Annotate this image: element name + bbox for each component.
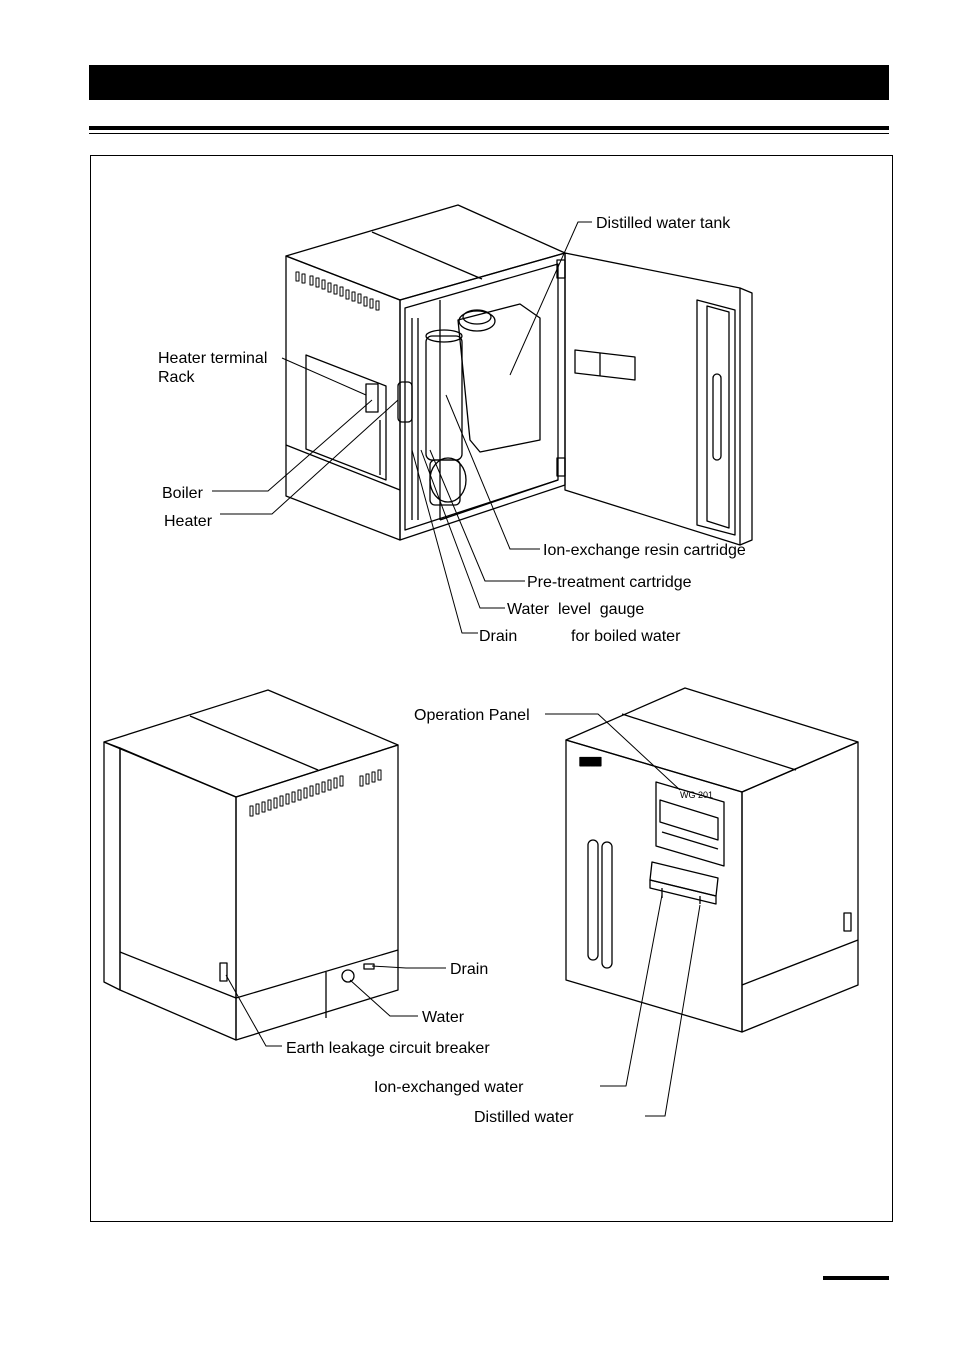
label-water-level-gauge: Water level gauge	[507, 601, 644, 618]
label-rack: Rack	[158, 369, 195, 386]
figure-frame	[90, 155, 893, 1222]
label-model: WG 201	[680, 790, 713, 800]
label-ion-exchanged-water: Ion-exchanged water	[374, 1079, 524, 1096]
front-leader-lines	[545, 713, 701, 1117]
label-heater: Heater	[164, 513, 213, 530]
label-boiler: Boiler	[162, 485, 204, 502]
rear-leader-lines	[225, 965, 446, 1047]
header-rule	[89, 126, 889, 130]
label-water: Water	[422, 1009, 465, 1026]
section-title-bar	[89, 65, 889, 100]
label-drain-top: Drain	[479, 628, 517, 645]
label-operation-panel: Operation Panel	[414, 707, 530, 724]
open-cabinet-drawing	[285, 204, 753, 546]
page-footer-rule	[823, 1276, 889, 1280]
svg-text:▉▉▉▉: ▉▉▉▉	[579, 757, 602, 766]
label-heater-terminal: Heater terminal	[158, 350, 267, 367]
rear-view-drawing	[103, 689, 399, 1041]
top-leader-lines	[212, 221, 592, 634]
header-rule-thin	[89, 133, 889, 134]
label-for-boiled-water: for boiled water	[571, 628, 681, 645]
label-distilled-water-tank: Distilled water tank	[596, 215, 731, 232]
label-distilled-water: Distilled water	[474, 1109, 574, 1126]
label-ion-exchange-resin-cartridge: Ion-exchange resin cartridge	[543, 542, 746, 559]
label-drain-rear: Drain	[450, 961, 488, 978]
front-view-drawing: ▉▉▉▉	[565, 687, 859, 1033]
label-pre-treatment-cartridge: Pre-treatment cartridge	[527, 574, 692, 591]
label-earth-leakage-circuit-breaker: Earth leakage circuit breaker	[286, 1040, 490, 1057]
